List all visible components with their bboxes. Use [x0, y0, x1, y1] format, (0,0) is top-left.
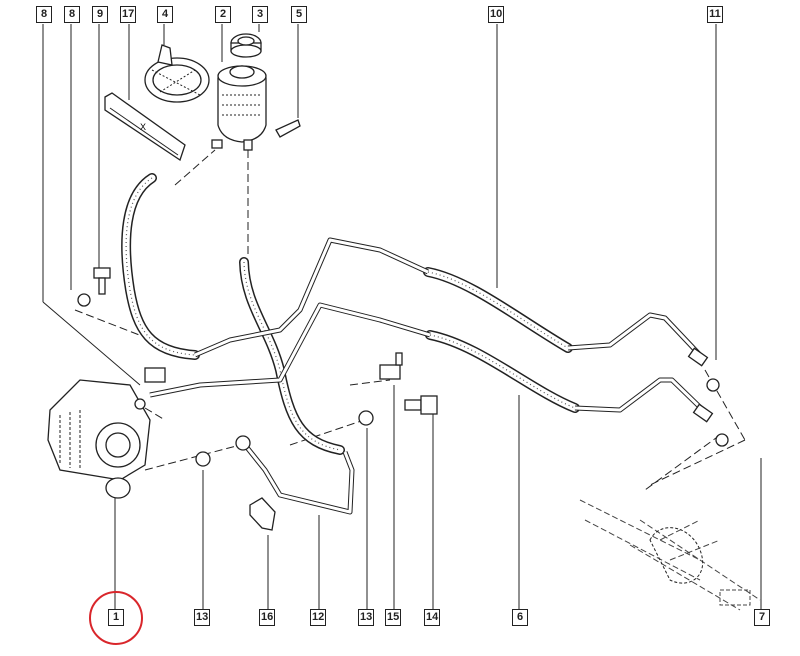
clip-5	[275, 119, 301, 138]
callout-3: 3	[252, 6, 268, 23]
power-steering-pump-1	[47, 367, 166, 499]
seal-8	[77, 293, 91, 307]
clip-16	[249, 497, 276, 531]
callout-4: 4	[157, 6, 173, 23]
bolt-14	[404, 399, 422, 411]
callout-15: 15	[385, 609, 402, 626]
seal-13b	[358, 410, 374, 426]
fluid-reservoir-2	[211, 65, 267, 151]
callout-10: 10	[488, 6, 505, 23]
seal-13	[195, 451, 211, 467]
pipes	[149, 237, 707, 515]
callout-8a: 8	[36, 6, 52, 23]
fittings	[77, 267, 729, 531]
callout-13b: 13	[358, 609, 375, 626]
callout-6: 6	[512, 609, 528, 626]
callout-14: 14	[424, 609, 441, 626]
callout-8b: 8	[64, 6, 80, 23]
callout-13a: 13	[194, 609, 211, 626]
hoses	[121, 173, 580, 455]
bolt-9	[93, 267, 111, 279]
reservoir-cap-3	[230, 33, 262, 58]
callout-17: 17	[120, 6, 137, 23]
sensor-15	[379, 364, 401, 380]
callout-1: 1	[108, 609, 124, 626]
callout-16: 16	[259, 609, 276, 626]
callout-9: 9	[92, 6, 108, 23]
callout-7: 7	[754, 609, 770, 626]
seal-11	[706, 378, 720, 392]
dimension-mark: X	[140, 122, 146, 132]
callout-12: 12	[310, 609, 327, 626]
callout-11: 11	[707, 6, 723, 23]
callout-2: 2	[215, 6, 231, 23]
gauge-strip-17: X	[104, 92, 186, 162]
highlight-circle	[89, 591, 143, 645]
reservoir-clamp-4	[144, 44, 210, 103]
callout-5: 5	[291, 6, 307, 23]
steering-rack-7	[579, 499, 761, 611]
